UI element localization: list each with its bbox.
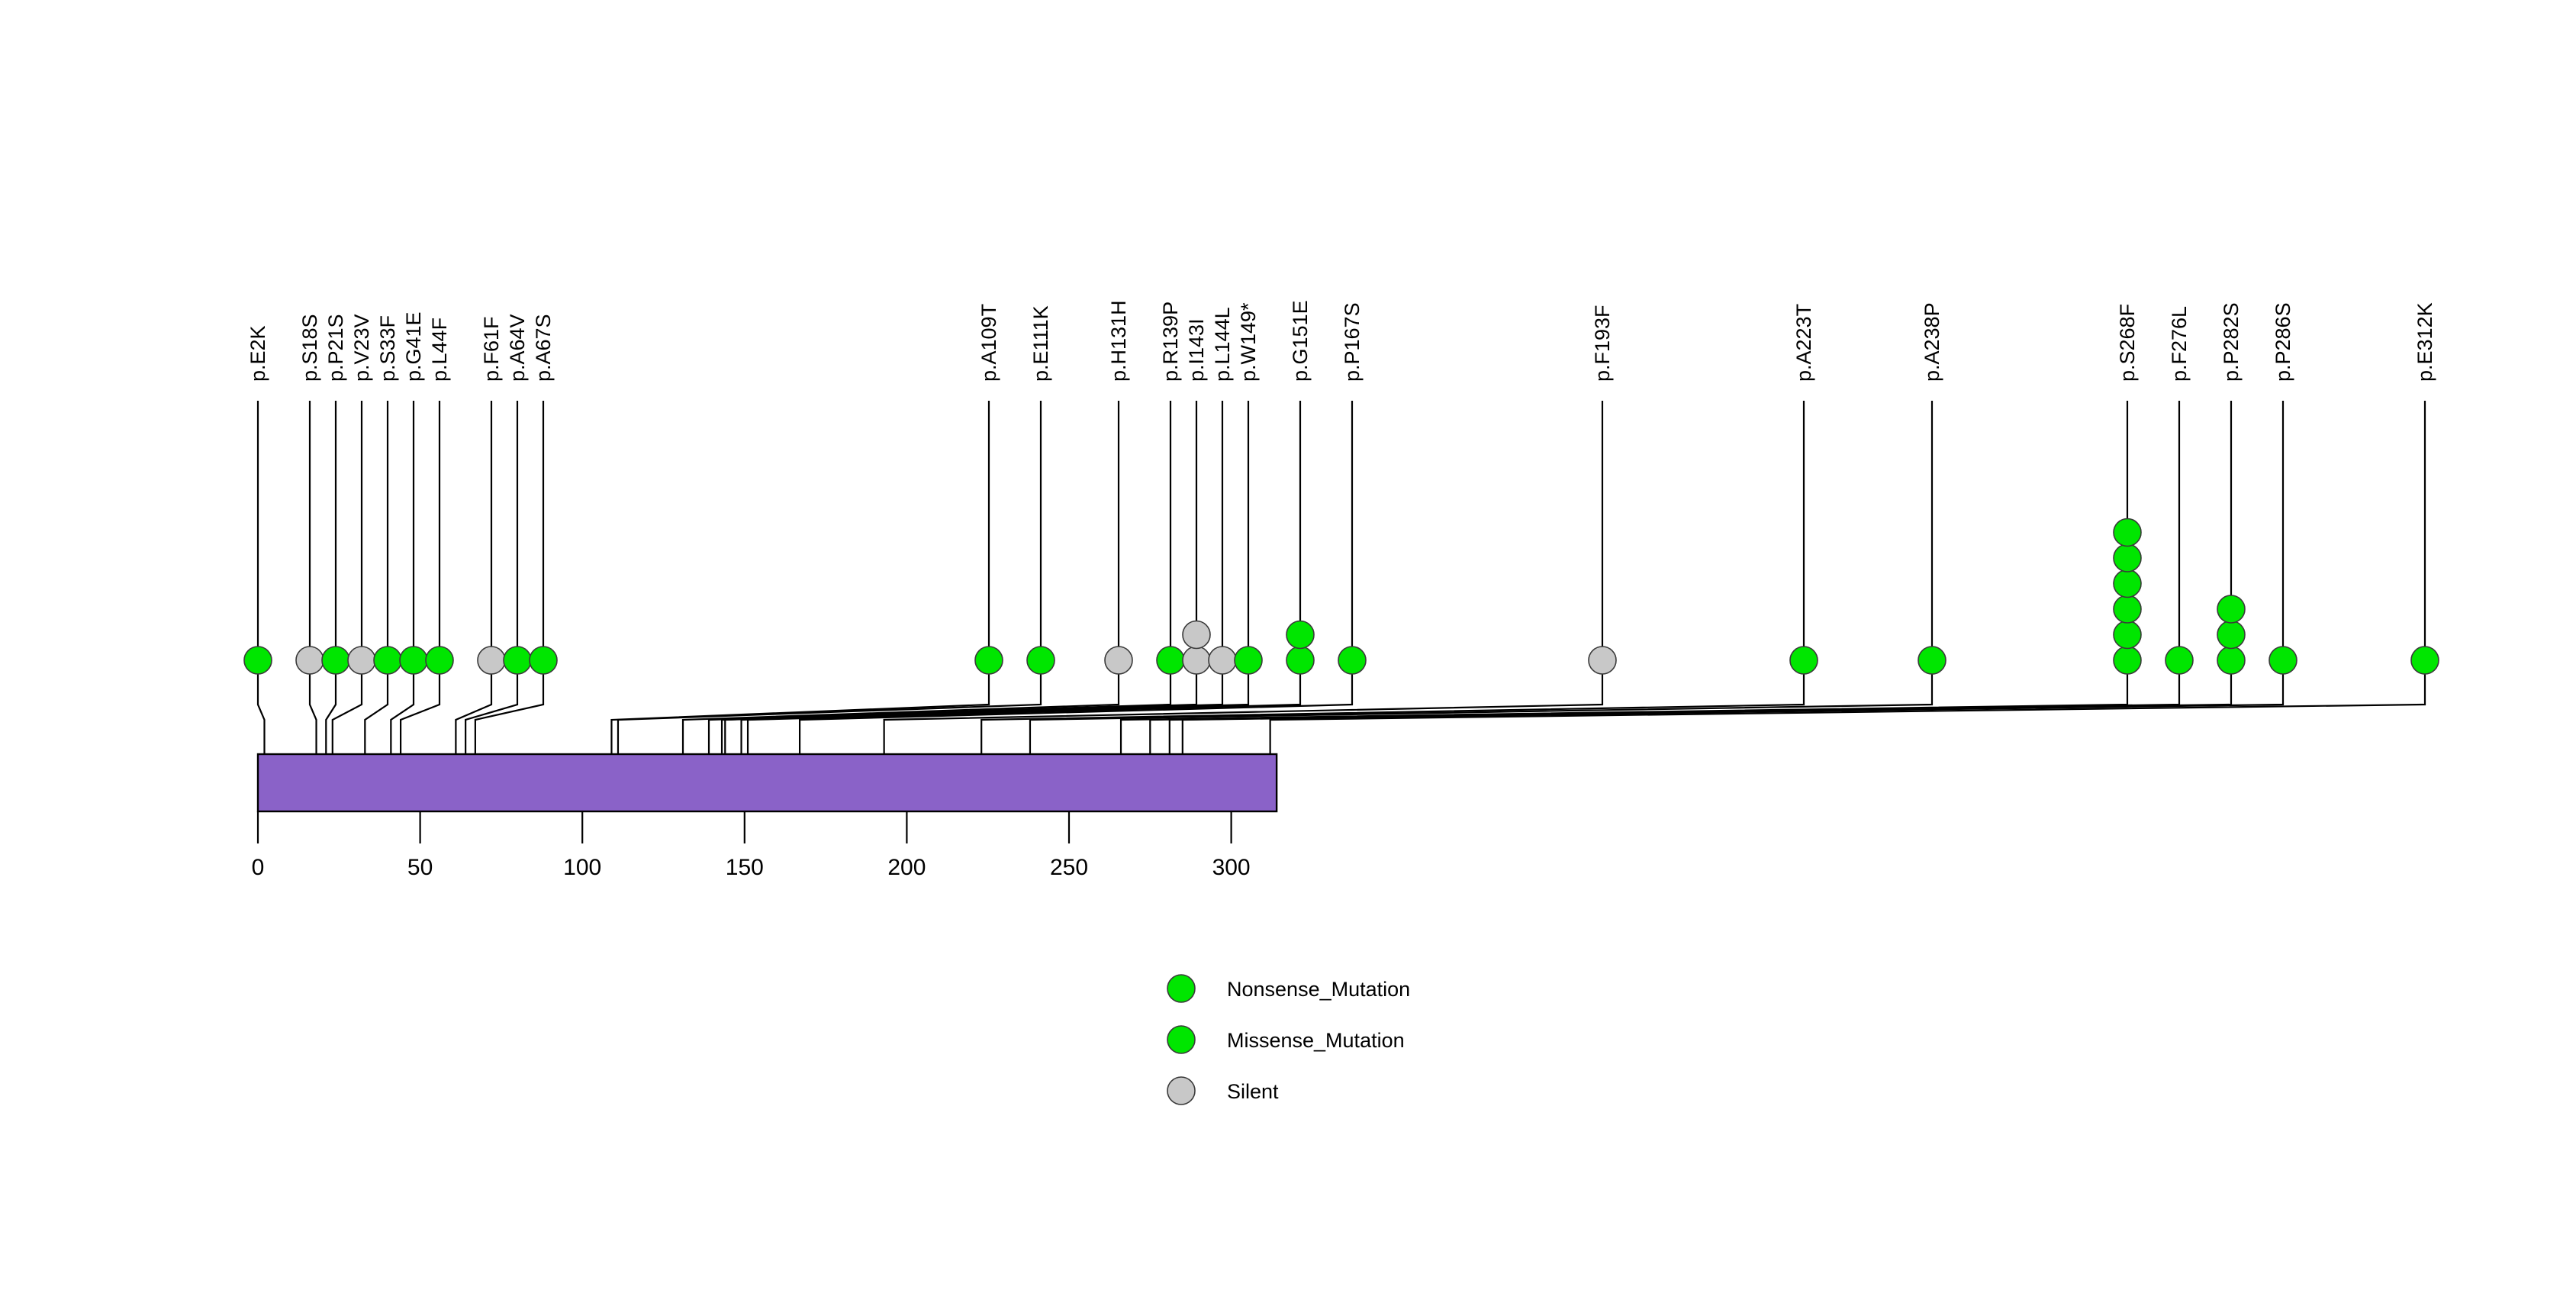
mutation-label: p.S18S	[298, 314, 321, 382]
mutation-node[interactable]	[2113, 620, 2142, 650]
mutation-node[interactable]	[347, 646, 376, 675]
mutation-label: p.A67S	[532, 314, 555, 382]
x-axis-layer: 0 50 100 150 200 250 300	[252, 811, 1251, 880]
mutation-node[interactable]	[1286, 620, 1315, 650]
stems-layer	[256, 401, 2426, 811]
mutation-node[interactable]	[529, 646, 558, 675]
mutation-node[interactable]	[1234, 646, 1263, 675]
legend-label: Nonsense_Mutation	[1227, 978, 1410, 1001]
mutation-node[interactable]	[2410, 646, 2439, 675]
mutation-node[interactable]	[321, 646, 350, 675]
mutation-node[interactable]	[2113, 595, 2142, 624]
legend-swatch[interactable]	[1167, 1025, 1196, 1054]
mutation-node[interactable]	[2113, 543, 2142, 572]
mutation-stem-lower	[1181, 672, 2285, 811]
mutation-node[interactable]	[1104, 646, 1133, 675]
mutation-node[interactable]	[2113, 569, 2142, 598]
mutation-node[interactable]	[1026, 646, 1055, 675]
axis-tick-label: 150	[726, 855, 764, 880]
mutation-node[interactable]	[399, 646, 428, 675]
mutation-label: p.A64V	[506, 314, 529, 382]
mutation-label: p.R139P	[1159, 302, 1182, 382]
mutation-nodes-layer	[243, 518, 2439, 675]
mutation-node[interactable]	[477, 646, 506, 675]
protein-bar-layer	[256, 753, 1278, 813]
mutation-label: p.E2K	[246, 325, 269, 382]
mutation-node[interactable]	[2217, 646, 2246, 675]
mutation-stem-lower	[1168, 672, 2233, 811]
mutation-label: p.V23V	[350, 314, 373, 382]
legend-label: Missense_Mutation	[1227, 1029, 1405, 1052]
mutation-label: p.P286S	[2272, 302, 2294, 382]
mutation-node[interactable]	[2113, 646, 2142, 675]
mutation-label: p.A223T	[1792, 304, 1815, 382]
mutation-node[interactable]	[1208, 646, 1237, 675]
mutation-node[interactable]	[2217, 620, 2246, 650]
axis-tick-label: 100	[563, 855, 601, 880]
mutation-node[interactable]	[2165, 646, 2194, 675]
mutation-label: p.S33F	[376, 315, 399, 382]
mutation-stem-lower	[1149, 672, 2181, 811]
mutation-label: p.L144L	[1211, 307, 1234, 382]
mutation-label: p.L44F	[428, 318, 451, 382]
mutation-label: p.I143I	[1185, 318, 1208, 382]
mutation-node[interactable]	[295, 646, 324, 675]
mutation-label: p.H131H	[1107, 300, 1130, 382]
mutation-node[interactable]	[243, 646, 272, 675]
mutation-node[interactable]	[974, 646, 1003, 675]
legend-label: Silent	[1227, 1080, 1279, 1103]
mutation-node[interactable]	[1182, 646, 1211, 675]
mutation-node[interactable]	[1286, 646, 1315, 675]
mutation-label: p.A238P	[1921, 302, 1943, 382]
mutation-stem-lower	[1269, 672, 2426, 811]
mutation-label: p.F276L	[2168, 306, 2191, 382]
axis-tick-label: 0	[252, 855, 265, 880]
axis-tick-label: 50	[407, 855, 433, 880]
mutation-node[interactable]	[1918, 646, 1946, 675]
mutation-node[interactable]	[2268, 646, 2297, 675]
mutation-label: p.E312K	[2413, 302, 2436, 382]
mutation-label: p.A109T	[977, 304, 1000, 382]
mutation-node[interactable]	[1338, 646, 1367, 675]
mutation-node[interactable]	[1789, 646, 1818, 675]
legend-swatch[interactable]	[1167, 1076, 1196, 1105]
mutation-label: p.P167S	[1341, 302, 1364, 382]
mutation-label: p.S268F	[2116, 304, 2139, 382]
legend-swatch[interactable]	[1167, 974, 1196, 1003]
mutation-node[interactable]	[1156, 646, 1185, 675]
mutation-label: p.E111K	[1029, 305, 1052, 382]
mutation-node[interactable]	[373, 646, 402, 675]
mutation-node[interactable]	[503, 646, 532, 675]
mutation-node[interactable]	[1182, 620, 1211, 650]
mutation-label: p.P21S	[324, 314, 347, 382]
axis-tick-label: 250	[1050, 855, 1088, 880]
mutation-node[interactable]	[1588, 646, 1617, 675]
mutation-label: p.G151E	[1289, 300, 1312, 382]
axis-tick-label: 200	[887, 855, 926, 880]
axis-tick-label: 300	[1212, 855, 1251, 880]
protein-domain-bar	[256, 753, 1278, 813]
mutation-label: p.F61F	[480, 316, 503, 382]
mutation-node[interactable]	[2113, 518, 2142, 547]
mutation-label: p.F193F	[1591, 305, 1614, 382]
mutation-label: p.W149*	[1237, 302, 1260, 382]
mutation-node[interactable]	[425, 646, 454, 675]
mutation-label: p.P282S	[2220, 302, 2243, 382]
mutation-label: p.G41E	[402, 311, 425, 382]
mutation-node[interactable]	[2217, 595, 2246, 624]
